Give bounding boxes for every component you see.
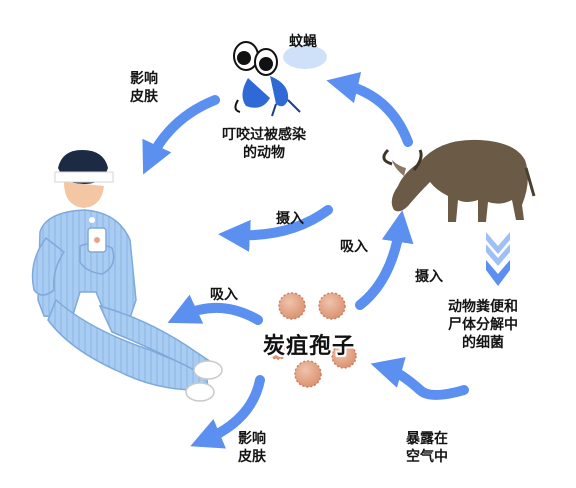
- arrows: [142, 71, 469, 449]
- arrow-spores-to-skin: [190, 375, 265, 449]
- water-buffalo-icon: [382, 139, 536, 222]
- arrow-buffalo-to-mosquito: [326, 71, 413, 147]
- label-absorb-left: 吸入: [210, 287, 238, 303]
- arrow-spores-to-buffalo: [355, 210, 414, 310]
- arrow-ingest-to-person: [218, 205, 333, 252]
- mosquito-icon: [233, 41, 327, 117]
- chevron-down-arrows: [486, 232, 510, 286]
- spore-icon: [266, 336, 290, 360]
- center-title: 炭疽孢子: [263, 334, 356, 359]
- spore-icon: [318, 292, 346, 320]
- patient-figure: [31, 150, 223, 402]
- label-skin-bottom: 影响 皮肤: [238, 431, 266, 465]
- arrow-absorb-to-person: [167, 294, 263, 325]
- spore-icon: [278, 292, 306, 320]
- label-ingest-mid: 摄入: [276, 211, 304, 227]
- label-skin-top: 影响 皮肤: [130, 71, 158, 105]
- spore-icon: [294, 360, 322, 388]
- label-ingest-right: 摄入: [415, 269, 443, 285]
- anthrax-spores: [266, 292, 357, 388]
- label-bite: 叮咬过被感染 的动物: [222, 127, 306, 161]
- label-waste-bacteria: 动物粪便和 尸体分解中 的细菌: [448, 299, 518, 351]
- label-air-exposure: 暴露在 空气中: [406, 431, 448, 465]
- arrow-air-to-spores: [370, 357, 469, 400]
- spore-icon: [331, 343, 357, 369]
- label-absorb-right: 吸入: [340, 239, 368, 255]
- label-mosquito: 蚊蝇: [289, 34, 317, 50]
- arrow-mosquito-to-person: [142, 95, 220, 175]
